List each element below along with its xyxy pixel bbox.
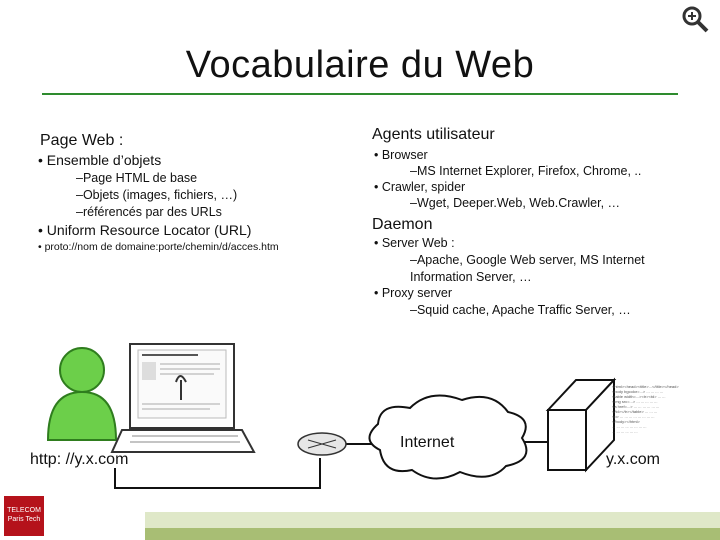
- bullet-url: • Uniform Resource Locator (URL): [38, 222, 252, 238]
- logo-line1: TELECOM: [7, 507, 41, 514]
- webpage-preview: [137, 349, 227, 419]
- sub-page-html: –Page HTML de base: [76, 171, 198, 185]
- internet-cloud: [368, 394, 528, 480]
- bullet-ensemble-objets: • Ensemble d’objets: [38, 152, 162, 168]
- internet-label: Internet: [400, 434, 455, 451]
- agents-heading: Agents utilisateur: [372, 126, 495, 143]
- bullet-server-web: • Server Web :: [374, 236, 455, 250]
- logo-line2: Paris Tech: [7, 516, 41, 523]
- user-icon: [46, 347, 118, 441]
- sub-browsers: –MS Internet Explorer, Firefox, Chrome, …: [410, 164, 642, 178]
- server-icon: [545, 377, 617, 473]
- bullet-crawler: • Crawler, spider: [374, 180, 466, 194]
- daemon-heading: Daemon: [372, 216, 433, 233]
- sub-servers-line1: –Apache, Google Web server, MS Internet: [410, 253, 645, 267]
- sub-proxies: –Squid cache, Apache Traffic Server, …: [410, 303, 631, 317]
- bullet-url-format: • proto://nom de domaine:porte/chemin/d/…: [38, 241, 279, 253]
- network-diagram: [46, 343, 617, 489]
- magnifier-zoom-icon[interactable]: [680, 4, 710, 34]
- sub-crawlers: –Wget, Deeper.Web, Web.Crawler, …: [410, 196, 621, 210]
- sub-servers-line2: Information Server, …: [410, 270, 532, 284]
- sub-references: –référencés par des URLs: [76, 205, 222, 219]
- title-underline: [42, 93, 678, 95]
- bullet-proxy: • Proxy server: [374, 286, 453, 300]
- sub-objets: –Objets (images, fichiers, …): [76, 188, 238, 202]
- slide-title: Vocabulaire du Web: [185, 44, 535, 86]
- telecom-logo: TELECOM Paris Tech: [4, 496, 44, 536]
- router-icon: [297, 432, 347, 456]
- server-name-label: y.x.com: [606, 451, 660, 468]
- client-url-label: http: //y.x.com: [30, 451, 129, 468]
- page-web-heading: Page Web :: [40, 132, 124, 149]
- server-code-snippet: <html><head><title>...</title></head> <b…: [612, 384, 679, 434]
- footer-band-dark: [145, 528, 720, 540]
- bullet-browser: • Browser: [374, 148, 428, 162]
